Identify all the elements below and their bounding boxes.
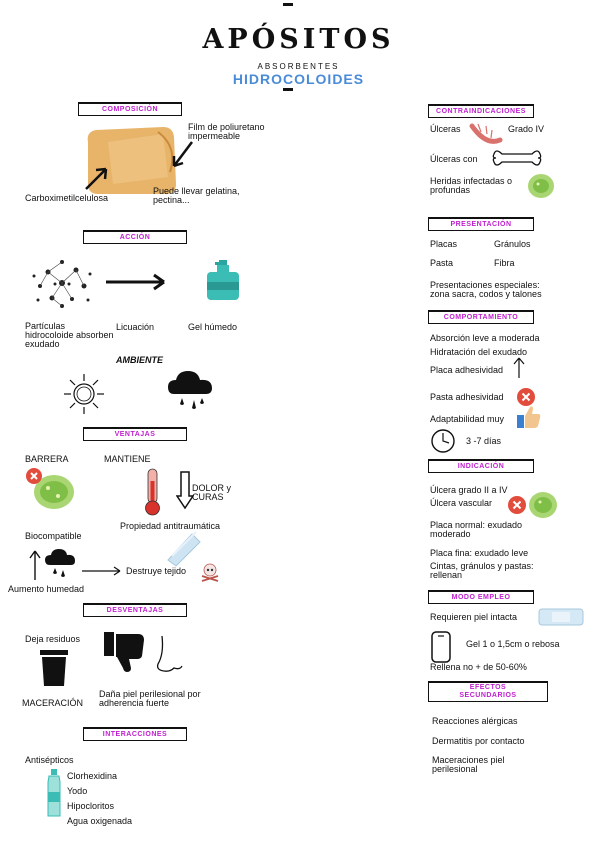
interaccion-item: Yodo — [67, 786, 88, 796]
heading-presentacion: PRESENTACIÓN — [428, 217, 534, 231]
subtitle: HIDROCOLOIDES — [232, 71, 365, 87]
rellena-label: Rellena no + de 50-60% — [430, 662, 527, 672]
page-title: APÓSITOS — [202, 24, 395, 55]
bacteria-cell-icon — [508, 492, 557, 518]
heading-ventajas: VENTAJAS — [83, 427, 187, 441]
adaptabilidad-label: Adaptabilidad muy — [430, 414, 505, 424]
heading-modo-empleo: MODO EMPLEO — [428, 590, 534, 604]
particles-icon — [32, 260, 92, 308]
hidratacion-label: Hidratación del exudado — [430, 347, 528, 357]
heading-comportamiento: COMPORTAMIENTO — [428, 310, 534, 324]
vascular-label: Úlcera vascular — [430, 498, 493, 508]
grado-label: Grado IV — [508, 124, 545, 134]
efecto-item: Dermatitis por contacto — [432, 736, 525, 746]
especiales-label: Presentaciones especiales: zona sacra, c… — [430, 280, 542, 299]
subtitle-small: ABSORBENTES — [257, 62, 340, 71]
bandage-image — [167, 531, 201, 567]
pasta-adh-label: Pasta adhesividad — [430, 392, 504, 402]
cintas-label: Cintas, gránulos y pastas: rellenan — [430, 561, 534, 580]
wound-icon — [469, 123, 503, 144]
up-arrow-icon — [513, 357, 525, 378]
bandage-strip-image — [538, 608, 584, 626]
arrow-right-icon — [82, 566, 121, 576]
interaccion-item: Agua oxigenada — [67, 816, 133, 826]
efecto-item: Maceraciones piel perilesional — [432, 755, 505, 774]
aumento-label: Aumento humedad — [8, 584, 85, 594]
placa-fina-label: Placa fina: exudado leve — [430, 548, 529, 558]
dana-label: Daña piel perilesional por adherencia fu… — [99, 689, 201, 708]
particulas-label: Partículas hidrocoloide absorben exudado — [25, 321, 114, 349]
bottle-icon — [47, 769, 61, 817]
heading-indicacion: INDICACIÓN — [428, 459, 534, 473]
bottom-bar — [283, 88, 293, 91]
dias-label: 3 -7 días — [466, 436, 502, 446]
up-arrow-icon — [29, 550, 41, 580]
placa-adh-label: Placa adhesividad — [430, 365, 504, 375]
placas-label: Placas — [430, 239, 458, 249]
top-bar — [283, 3, 293, 6]
rain-cloud-icon — [168, 371, 212, 409]
absorcion-label: Absorción leve a moderada — [430, 333, 540, 343]
heading-accion: ACCIÓN — [83, 230, 187, 244]
antisepticos-label: Antisépticos — [25, 755, 74, 765]
interaccion-item: Hipocloritos — [67, 801, 115, 811]
licuacion-label: Licuación — [116, 322, 155, 332]
ambiente-label: AMBIENTE — [116, 355, 163, 365]
propiedad-label: Propiedad antitraumática — [120, 521, 221, 531]
heading-desventajas: DESVENTAJAS — [83, 603, 187, 617]
maceracion-label: MACERACIÓN — [22, 698, 84, 708]
heading-composicion: COMPOSICIÓN — [78, 102, 182, 116]
down-arrow-icon — [176, 471, 194, 510]
biocompatible-label: Biocompatible — [25, 531, 82, 541]
heading-efectos: EFECTOS SECUNDARIOS — [428, 681, 548, 702]
residuos-label: Deja residuos — [25, 634, 81, 644]
placa-normal-label: Placa normal: exudado moderado — [430, 520, 523, 539]
bone-icon — [492, 150, 542, 166]
bacteria-cell-icon — [26, 468, 74, 509]
efecto-item: Reacciones alérgicas — [432, 716, 518, 726]
heading-contraindicaciones: CONTRAINDICACIONES — [428, 104, 534, 118]
barrera-label: BARRERA — [25, 454, 69, 464]
grado-indicacion-label: Úlcera grado II a IV — [430, 485, 508, 495]
piel-label: Requieren piel intacta — [430, 612, 518, 622]
heridas-label: Heridas infectadas o profundas — [430, 176, 513, 195]
clock-icon — [431, 429, 455, 453]
interaccion-item: Clorhexidina — [67, 771, 118, 781]
arrow-icon — [172, 141, 193, 168]
fibra-label: Fibra — [494, 258, 515, 268]
arrow-icon — [85, 167, 108, 190]
close-icon — [517, 388, 535, 406]
thermometer-icon — [145, 468, 160, 516]
thumbs-up-icon — [517, 406, 541, 428]
bacteria-icon — [528, 174, 554, 198]
ulceras-label: Úlceras — [430, 124, 461, 134]
dressing-image — [87, 127, 176, 194]
granulos-label: Gránulos — [494, 239, 531, 249]
cmc-label: Carboximetilcelulosa — [25, 193, 109, 203]
heading-interacciones: INTERACCIONES — [83, 727, 187, 741]
phone-icon — [431, 631, 451, 663]
soap-bottle-icon — [207, 260, 239, 300]
gelatina-label: Puede llevar gelatina, pectina... — [153, 186, 240, 205]
rain-cloud-icon — [45, 549, 75, 577]
nose-icon — [156, 635, 183, 672]
arrow-right-icon — [106, 273, 165, 291]
trash-bin-icon — [40, 650, 68, 686]
pasta-label: Pasta — [430, 258, 454, 268]
gel-cm-label: Gel 1 o 1,5cm o rebosa — [466, 639, 560, 649]
ulceras-con-label: Úlceras con — [430, 154, 478, 164]
skull-icon — [201, 563, 219, 582]
gel-label: Gel húmedo — [188, 322, 238, 332]
mantiene-label: MANTIENE — [104, 454, 151, 464]
sun-icon — [64, 374, 104, 414]
destruye-label: Destruye tejido — [126, 566, 187, 576]
dolor-label: DOLOR y CURAS — [192, 483, 232, 502]
thumbs-down-icon — [104, 632, 144, 672]
film-label: Film de poliuretano impermeable — [188, 122, 265, 141]
